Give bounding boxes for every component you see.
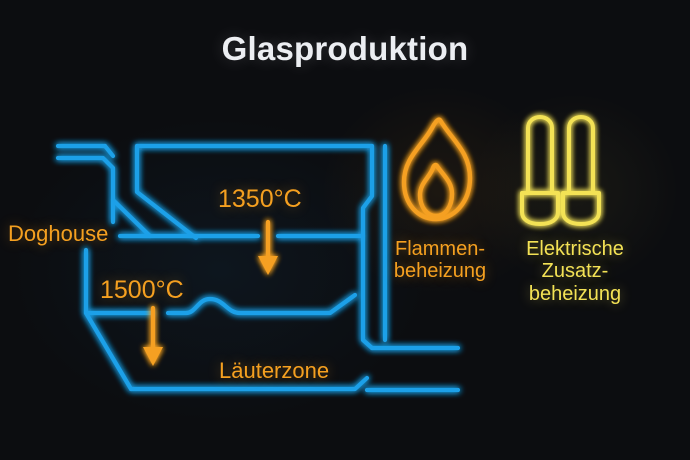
legend-electric-line2: Zusatz- [541, 260, 609, 283]
furnace-outline [55, 143, 461, 393]
doghouse-chute-diagonal [110, 197, 153, 239]
label-temperature-upper: 1350°C [218, 185, 302, 213]
electrode-icon [520, 115, 601, 226]
doghouse-right-wall [134, 143, 199, 241]
doghouse-inner-wall [102, 143, 116, 159]
doghouse-outer-wall [55, 155, 116, 225]
legend-electric-heating-label: Elektrische Zusatz- beheizung [495, 238, 655, 305]
label-refining-zone: Läuterzone [219, 358, 330, 383]
furnace-right-wall [360, 143, 375, 351]
legend-electric-line1: Elektrische [526, 238, 624, 260]
temperature-arrows [143, 219, 278, 366]
page-title: Glasproduktion [221, 30, 469, 67]
flame-icon [401, 117, 473, 222]
label-doghouse: Doghouse [8, 221, 109, 246]
furnace-bottom-floor [128, 375, 370, 392]
electrode-left [520, 115, 560, 226]
label-temperature-lower: 1500°C [100, 276, 184, 304]
legend-flame-line1: Flammen- [394, 238, 485, 260]
legend-flame-heating-label: Flammen- beheizung [375, 238, 505, 283]
arrow-1500 [143, 305, 163, 366]
electrode-right [561, 115, 601, 226]
furnace-bottom-left-slope [83, 310, 134, 392]
legend-flame-line2: beheizung [393, 260, 487, 283]
legend-electric-line3: beheizung [528, 282, 622, 305]
arrow-1350 [258, 219, 278, 275]
refiner-weir-hump [165, 292, 358, 316]
